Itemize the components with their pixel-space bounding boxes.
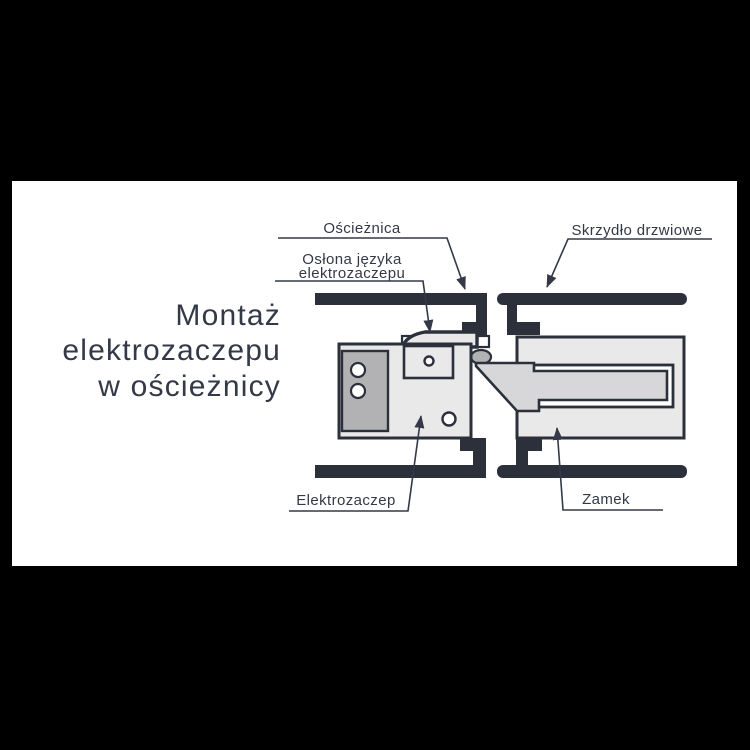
frame-profile-top xyxy=(315,293,487,335)
label-lock: Zamek xyxy=(582,491,630,508)
leader-frame xyxy=(278,237,466,290)
leader-latch-cover xyxy=(275,280,434,333)
door-profile-bottom-bar xyxy=(497,465,687,478)
screw-hole-top xyxy=(349,361,367,379)
label-frame: Ościeżnica xyxy=(323,220,401,237)
door-profile-top-leg xyxy=(507,303,540,335)
frame-profile-bottom xyxy=(315,438,486,478)
title-line-2: elektrozaczepu xyxy=(62,334,281,367)
leader-lock xyxy=(552,427,663,511)
latch-bolt xyxy=(474,361,669,413)
adjust-hole xyxy=(423,355,435,367)
screw-hole-bottom xyxy=(349,382,367,400)
label-strike: Elektrozaczep xyxy=(296,492,395,509)
strike-body-hole xyxy=(441,411,457,427)
title-line-1: Montaż xyxy=(175,299,281,332)
door-profile-top-bar xyxy=(497,293,687,305)
leader-strike xyxy=(289,415,425,512)
label-latch-cover-line1: Osłona języka xyxy=(302,251,402,268)
door-profile-bottom-leg xyxy=(516,438,542,470)
title-line-3: w ościeżnicy xyxy=(97,370,281,403)
strike-top-plate-end xyxy=(475,334,491,349)
page-title: Montaż elektrozaczepu w ościeżnicy xyxy=(62,299,281,403)
label-latch-cover-line2: elektrozaczepu xyxy=(299,265,406,282)
label-door-leaf: Skrzydło drzwiowe xyxy=(571,222,702,239)
leader-door-leaf xyxy=(546,238,712,288)
